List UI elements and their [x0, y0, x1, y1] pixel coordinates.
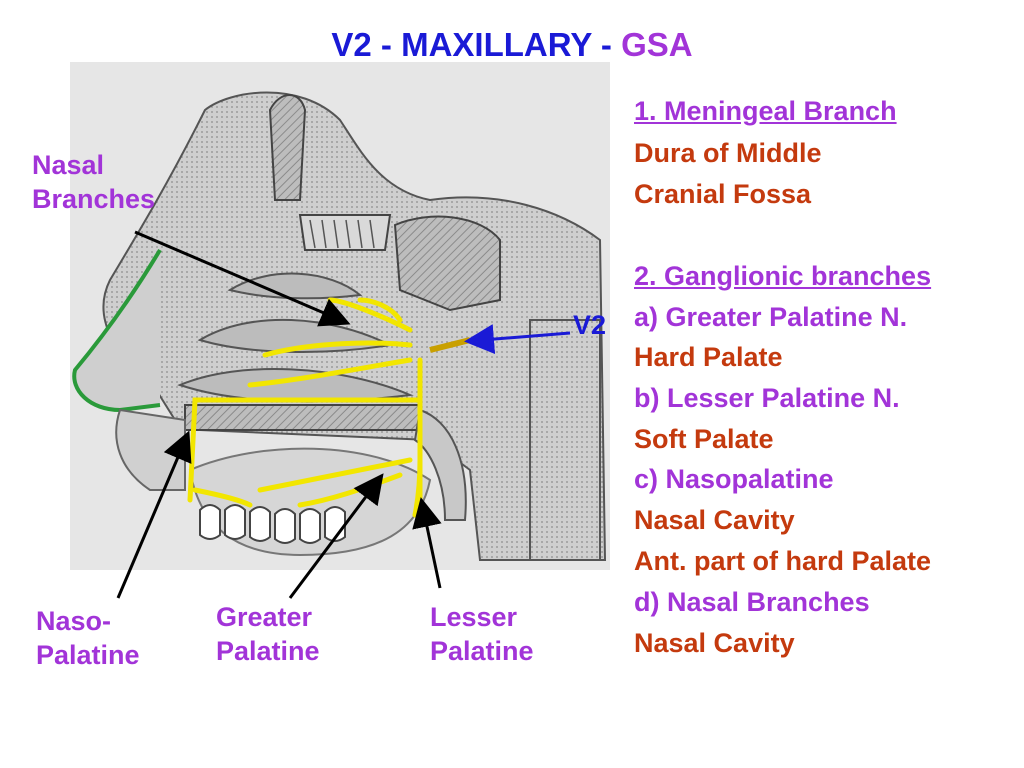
v2-label: V2 — [573, 310, 607, 340]
skull-outline — [102, 91, 607, 561]
greater-palatine-2 — [297, 472, 403, 508]
greater-palatine-1 — [257, 457, 413, 493]
pointer-arrows — [116, 230, 442, 599]
nasopalatine-nerve — [187, 397, 423, 503]
naso-palatine-label-line1: Naso- — [36, 606, 112, 636]
upper-lip — [115, 408, 186, 491]
greater-palatine-item: a) Greater Palatine N. — [634, 302, 908, 332]
olfactory-fibers — [309, 219, 375, 249]
frontal-sinus — [268, 94, 307, 201]
meningeal-line-2: Cranial Fossa — [634, 179, 812, 209]
nose-profile — [72, 248, 162, 413]
greater-palatine-label-line1: Greater — [216, 602, 313, 632]
nasal-branch-4 — [357, 297, 403, 323]
greater-palatine-3 — [192, 487, 253, 508]
meningeal-line-1: Dura of Middle — [634, 138, 822, 168]
cribriform-plate — [298, 214, 392, 251]
greater-palatine-label: Greater Palatine — [216, 600, 320, 668]
nasal-branches-target: Nasal Cavity — [634, 628, 795, 658]
upper-teeth — [199, 504, 346, 544]
greater-palatine-pointer — [288, 473, 384, 599]
ganglionic-heading: 2. Ganglionic branches — [634, 261, 932, 291]
lesser-palatine-label-line2: Palatine — [430, 636, 534, 666]
lesser-palatine-label-line1: Lesser — [430, 602, 518, 632]
title-prefix: V2 - MAXILLARY - — [331, 26, 622, 63]
nasopalatine-target: Nasal Cavity — [634, 505, 795, 535]
nasopalatine-target-2: Ant. part of hard Palate — [634, 546, 932, 576]
v2-pointer — [464, 324, 571, 355]
nasal-branch-2 — [262, 340, 413, 358]
nasal-branches-item: d) Nasal Branches — [634, 587, 870, 617]
naso-palatine-label-line2: Palatine — [36, 640, 140, 670]
lesser-palatine-label: Lesser Palatine — [430, 600, 534, 668]
lesser-palatine-item: b) Lesser Palatine N. — [634, 383, 900, 413]
nasal-branches-pointer — [134, 230, 351, 327]
greater-palatine-target: Hard Palate — [634, 342, 783, 372]
cervical-spine — [529, 319, 601, 561]
nasal-branches-label-line1: Nasal — [32, 150, 105, 180]
nasal-branches-label: Nasal Branches — [32, 148, 155, 216]
greater-palatine-label-line2: Palatine — [216, 636, 320, 666]
naso-palatine-label: Naso- Palatine — [36, 604, 140, 672]
meningeal-heading: 1. Meningeal Branch — [634, 96, 897, 126]
v2-trunk — [429, 337, 471, 353]
nasopalatine-item: c) Nasopalatine — [634, 464, 834, 494]
nasal-branch-3 — [247, 357, 413, 388]
title-accent: GSA — [621, 26, 693, 63]
soft-palate — [413, 408, 467, 521]
superior-concha — [227, 272, 363, 300]
sphenoid-sinus — [393, 215, 501, 312]
naso-palatine-pointer — [116, 430, 192, 599]
hard-palate — [184, 404, 421, 431]
nasal-branches-label-line2: Branches — [32, 184, 156, 214]
lesser-palatine-target: Soft Palate — [634, 424, 774, 454]
page-title: V2 - MAXILLARY - GSA — [0, 26, 1024, 64]
lesser-palatine-pointer — [412, 497, 442, 589]
